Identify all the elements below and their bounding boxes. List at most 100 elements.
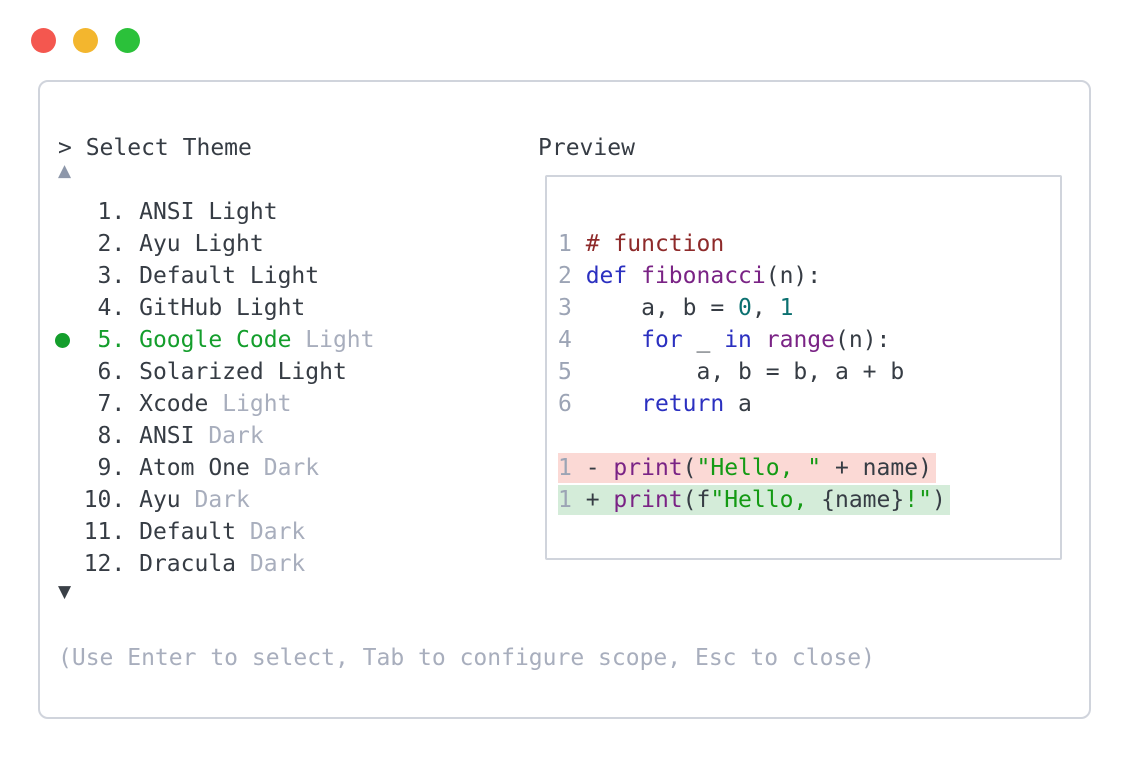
theme-number: 10. [56,487,140,513]
theme-option-2[interactable]: 2. Ayu Light [56,228,496,260]
theme-name: Default Light [139,263,320,289]
code-token: {name} [821,487,905,513]
theme-option-8[interactable]: 8. ANSI Dark [56,420,496,452]
code-token: - [585,455,614,481]
scroll-up-indicator[interactable]: ▲ [58,161,72,181]
diff-added-line: 1 + print(f"Hello, {name}!") [558,484,950,516]
line-number: 1 [558,487,586,513]
code-token: a [724,391,752,417]
code-token: fibonacci [641,263,766,289]
code-token: _ [682,327,725,353]
code-line: 1 # function [558,228,950,260]
code-token: + name) [821,455,932,481]
line-number: 1 [558,455,586,481]
code-line [558,420,950,452]
scroll-down-indicator[interactable]: ▼ [58,582,72,602]
theme-name: ANSI [139,423,195,449]
theme-name: Google Code [139,327,292,353]
diff-removed-highlight: 1 - print("Hello, " + name) [558,453,936,483]
selected-indicator-dot [55,333,70,348]
code-token: "Hello, " [696,455,822,481]
theme-name: GitHub Light [139,295,306,321]
line-number: 1 [558,231,586,257]
close-button[interactable] [31,28,56,53]
code-token: ) [931,487,946,513]
theme-option-9[interactable]: 9. Atom One Dark [56,452,496,484]
theme-option-5[interactable]: 5. Google Code Light [55,324,496,356]
theme-number: 9. [56,455,140,481]
code-token: !" [904,487,932,513]
theme-variant: Light [208,391,292,417]
code-token: ( [682,455,697,481]
minimize-button[interactable] [73,28,98,53]
theme-name: Solarized Light [139,359,347,385]
line-number: 5 [558,359,586,385]
code-line: 4 for _ in range(n): [558,324,950,356]
help-hint: (Use Enter to select, Tab to configure s… [58,645,875,671]
theme-option-12[interactable]: 12. Dracula Dark [56,548,496,580]
theme-variant: Light [291,327,375,353]
code-token [586,391,641,417]
code-token: , [751,295,780,321]
code-token: range [765,327,835,353]
theme-variant: Dark [236,551,306,577]
theme-name: Ayu Light [139,231,264,257]
code-token: "Hello, [710,487,822,513]
code-token [586,327,641,353]
theme-name: ANSI Light [139,199,278,225]
theme-option-7[interactable]: 7. Xcode Light [56,388,496,420]
code-token: print [613,455,683,481]
theme-number: 11. [56,519,140,545]
theme-number: 12. [56,551,140,577]
code-line: 5 a, b = b, a + b [558,356,950,388]
code-token: (n): [835,327,891,353]
theme-number: 1. [56,199,140,225]
code-token: a, b = b, a + b [585,359,905,385]
code-token: print [613,487,683,513]
code-token: def [585,263,628,289]
theme-option-6[interactable]: 6. Solarized Light [56,356,496,388]
theme-number: 5. [56,327,140,353]
theme-number: 4. [56,295,140,321]
code-line: 3 a, b = 0, 1 [558,292,950,324]
line-number: 2 [558,263,586,289]
code-token: 1 [779,295,794,321]
code-token: + [585,487,614,513]
theme-number: 6. [56,359,140,385]
theme-variant: Dark [180,487,250,513]
code-token: return [641,391,725,417]
theme-number: 8. [56,423,140,449]
code-token: for [641,327,683,353]
theme-name: Ayu [139,487,181,513]
theme-number: 7. [56,391,140,417]
preview-title: Preview [538,135,635,161]
theme-option-11[interactable]: 11. Default Dark [56,516,496,548]
line-number: 3 [558,295,586,321]
code-token: (n): [765,263,822,289]
theme-name: Xcode [139,391,209,417]
theme-name: Atom One [139,455,250,481]
maximize-button[interactable] [115,28,140,53]
code-token: a, b = [585,295,739,321]
code-line: 6 return a [558,388,950,420]
code-token: (f [682,487,711,513]
code-line: 2 def fibonacci(n): [558,260,950,292]
code-token [752,327,766,353]
theme-variant: Dark [194,423,264,449]
theme-name: Dracula [139,551,237,577]
diff-removed-line: 1 - print("Hello, " + name) [558,452,950,484]
theme-option-3[interactable]: 3. Default Light [56,260,496,292]
theme-option-1[interactable]: 1. ANSI Light [56,196,496,228]
diff-added-highlight: 1 + print(f"Hello, {name}!") [558,485,950,515]
code-token: in [724,327,752,353]
line-number: 6 [558,391,586,417]
theme-list: 1. ANSI Light 2. Ayu Light 3. Default Li… [55,196,496,580]
theme-option-4[interactable]: 4. GitHub Light [56,292,496,324]
theme-option-10[interactable]: 10. Ayu Dark [56,484,496,516]
code-token: 0 [738,295,752,321]
theme-number: 2. [56,231,140,257]
line-number: 4 [558,327,586,353]
code-token [627,263,641,289]
theme-number: 3. [56,263,140,289]
